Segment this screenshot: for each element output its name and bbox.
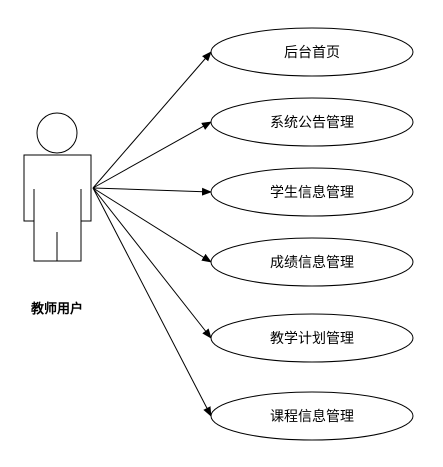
use-case-label: 系统公告管理 [270,115,354,131]
use-case-6: 课程信息管理 [210,391,414,441]
arrow-to-use-case-1 [92,51,212,189]
use-case-4: 成绩信息管理 [210,237,414,287]
use-case-ellipse [210,237,414,287]
use-case-2: 系统公告管理 [210,97,414,147]
use-case-ellipse [210,391,414,441]
arrow-to-use-case-4 [92,187,212,263]
use-case-ellipse [210,167,414,217]
use-case-3: 学生信息管理 [210,167,414,217]
use-case-ellipse [210,313,414,363]
arrow-to-use-case-6 [92,187,212,417]
actor-head [36,112,78,154]
arrow-to-use-case-5 [92,187,212,339]
use-case-1: 后台首页 [210,27,414,77]
use-case-label: 成绩信息管理 [270,254,354,271]
use-case-5: 教学计划管理 [210,313,414,363]
actor-label: 教师用户 [30,301,83,317]
association-arrows [92,51,212,417]
use-case-label: 学生信息管理 [270,184,354,201]
arrow-to-use-case-3 [92,187,212,196]
arrow-to-use-case-2 [92,121,212,189]
use-case-label: 课程信息管理 [270,408,354,425]
actor-figure [23,112,92,262]
use-case-ellipse [210,27,414,77]
use-case-ellipse [210,97,414,147]
use-case-label: 教学计划管理 [270,331,354,347]
use-case-label: 后台首页 [284,45,340,61]
actor-body [23,154,92,262]
